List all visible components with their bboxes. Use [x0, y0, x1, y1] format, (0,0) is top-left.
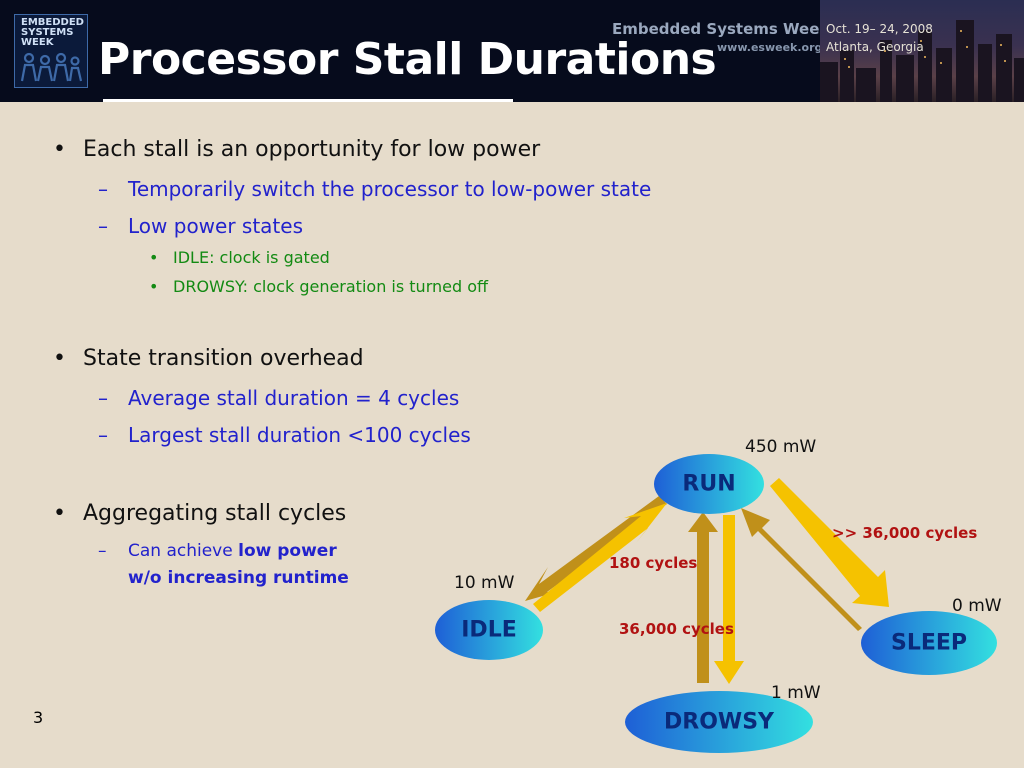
subbullet-achieve-low-power: – Can achieve low power w/o increasing r…: [98, 538, 349, 592]
power-run: 450 mW: [745, 437, 817, 457]
arrow-run-to-drowsy: [714, 515, 744, 684]
bullet-text: Each stall is an opportunity for low pow…: [83, 137, 541, 162]
node-idle: [435, 600, 543, 660]
slide-title: Processor Stall Durations: [98, 34, 717, 85]
city-skyline-image: Oct. 19– 24, 2008 Atlanta, Georgia: [820, 0, 1024, 102]
slide-header: EMBEDDED SYSTEMS WEEK Processor Stall Du…: [0, 0, 1024, 102]
dash-marker: –: [98, 386, 108, 410]
node-sleep-label: SLEEP: [890, 630, 968, 656]
power-sleep: 0 mW: [952, 596, 1002, 616]
arrow-run-to-sleep: [770, 478, 889, 607]
cycles-run-idle: 180 cycles: [609, 554, 698, 572]
skyline-graphic: [820, 20, 1024, 102]
bullet-marker: •: [53, 346, 66, 371]
subsubbullet-text: IDLE: clock is gated: [173, 248, 330, 267]
subbullet-largest-stall: – Largest stall duration <100 cycles: [98, 423, 471, 447]
bullet-marker: •: [149, 248, 159, 267]
people-icon: [20, 52, 83, 82]
bullet-stall-opportunity: • Each stall is an opportunity for low p…: [53, 137, 541, 162]
event-location: Atlanta, Georgia: [826, 40, 924, 54]
arrow-sleep-to-run: [741, 508, 862, 631]
dash-marker: –: [98, 541, 107, 561]
event-url: www.esweek.org: [717, 41, 823, 54]
esweek-logo: EMBEDDED SYSTEMS WEEK: [14, 14, 88, 88]
subsubbullet-drowsy: • DROWSY: clock generation is turned off: [149, 277, 489, 296]
subsubbullet-idle: • IDLE: clock is gated: [149, 248, 330, 267]
node-run: [654, 454, 764, 514]
node-sleep: [861, 611, 997, 675]
arrow-idle-to-run: [533, 503, 667, 612]
arrow-run-to-idle: [525, 496, 667, 601]
dash-marker: –: [98, 423, 108, 447]
bullet-transition-overhead: • State transition overhead: [53, 346, 364, 371]
subbullet-text: Low power states: [128, 214, 303, 238]
node-run-label: RUN: [682, 471, 736, 497]
node-idle-label: IDLE: [461, 617, 517, 643]
event-dates: Oct. 19– 24, 2008: [826, 22, 933, 36]
subbullet-text: Average stall duration = 4 cycles: [128, 386, 460, 410]
logo-text: EMBEDDED SYSTEMS WEEK: [21, 17, 84, 48]
bullet-aggregating: • Aggregating stall cycles: [53, 501, 347, 526]
subsubbullet-text: DROWSY: clock generation is turned off: [173, 277, 489, 296]
arrow-drowsy-to-run: [688, 512, 718, 683]
cycles-run-sleep: >> 36,000 cycles: [832, 524, 978, 542]
subbullet-prefix: Can achieve: [128, 541, 239, 561]
power-idle: 10 mW: [454, 573, 515, 593]
subbullet-bold-low-power: low power: [238, 541, 337, 561]
subbullet-low-power-states: – Low power states: [98, 214, 303, 238]
node-drowsy: [625, 691, 813, 753]
subbullet-text: Temporarily switch the processor to low-…: [128, 177, 652, 201]
power-drowsy: 1 mW: [771, 683, 821, 703]
dash-marker: –: [98, 177, 108, 201]
page-number: 3: [33, 708, 44, 727]
subbullet-bold-runtime: w/o increasing runtime: [128, 568, 349, 588]
node-drowsy-label: DROWSY: [664, 709, 774, 735]
title-underline: [103, 99, 513, 102]
bullet-text: State transition overhead: [83, 346, 364, 371]
bullet-marker: •: [53, 501, 66, 526]
subbullet-text: Largest stall duration <100 cycles: [128, 423, 471, 447]
subbullet-average-stall: – Average stall duration = 4 cycles: [98, 386, 460, 410]
cycles-run-drowsy: 36,000 cycles: [619, 620, 734, 638]
bullet-marker: •: [149, 277, 159, 296]
bullet-marker: •: [53, 137, 66, 162]
dash-marker: –: [98, 214, 108, 238]
bullet-text: Aggregating stall cycles: [83, 501, 347, 526]
event-name: Embedded Systems Week: [612, 20, 830, 38]
subbullet-switch-state: – Temporarily switch the processor to lo…: [98, 177, 652, 201]
